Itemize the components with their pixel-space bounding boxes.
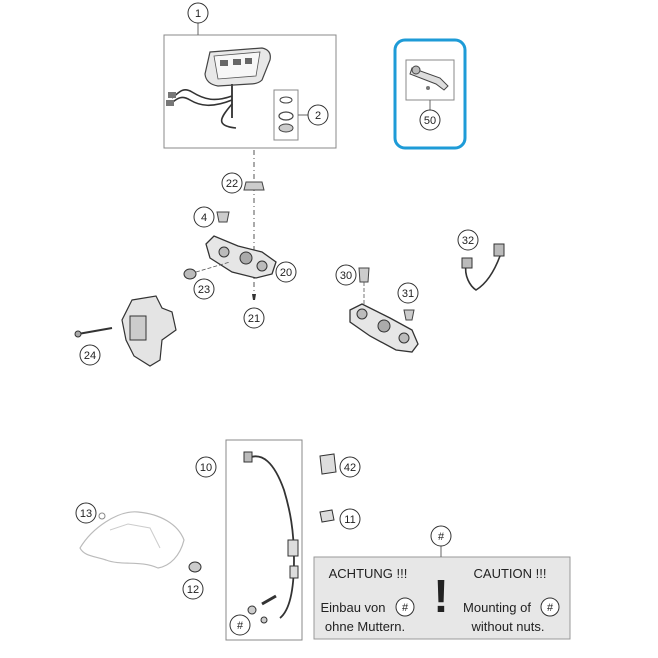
callout-11-label: 11 xyxy=(344,514,355,526)
caution-line2-de: ohne Muttern. xyxy=(325,619,405,634)
frame-bracket-illustration xyxy=(79,511,185,569)
dashboard-assembly xyxy=(163,23,337,149)
callout-32[interactable]: 32 xyxy=(457,229,479,251)
part-50-group xyxy=(393,38,467,150)
callout-hash-kit-label: # xyxy=(237,620,244,632)
callout-4-label: 4 xyxy=(201,212,207,224)
callout-22-label: 22 xyxy=(226,178,238,190)
highlight-frame xyxy=(393,38,467,150)
caution-line1-de: Einbau von xyxy=(320,600,385,615)
speedometer-illustration xyxy=(166,47,271,129)
right-bracket-assembly xyxy=(349,243,505,353)
callout-42-label: 42 xyxy=(344,462,356,474)
headlight-bracket-assembly xyxy=(74,181,277,367)
caution-line1-en: Mounting of xyxy=(463,600,531,615)
callout-hash-top-label: # xyxy=(438,531,445,543)
callout-21-label: 21 xyxy=(248,313,260,325)
caution-hash-en: # xyxy=(547,602,554,614)
wiring-harness-assembly xyxy=(188,439,337,641)
callout-12-label: 12 xyxy=(187,584,199,596)
part-callouts: 1 2 50 22 4 32 20 30 23 31 21 24 10 42 1… xyxy=(75,2,479,636)
caution-title-de: ACHTUNG !!! xyxy=(329,566,408,581)
callout-13-label: 13 xyxy=(80,508,92,520)
callout-42[interactable]: 42 xyxy=(339,456,361,478)
caution-panel: ACHTUNG !!! CAUTION !!! ! Einbau von ohn… xyxy=(313,546,571,640)
callout-13[interactable]: 13 xyxy=(75,502,97,524)
caution-hash-de: # xyxy=(402,602,409,614)
caution-line2-en: without nuts. xyxy=(471,619,545,634)
callout-31-label: 31 xyxy=(402,288,414,300)
caution-title-en: CAUTION !!! xyxy=(474,566,547,581)
callout-10[interactable]: 10 xyxy=(195,456,217,478)
callout-30-label: 30 xyxy=(340,270,352,282)
dashboard-frame xyxy=(163,34,337,149)
callout-22[interactable]: 22 xyxy=(221,172,243,194)
callout-11[interactable]: 11 xyxy=(339,508,361,530)
callout-2-label: 2 xyxy=(315,110,321,122)
callout-21[interactable]: 21 xyxy=(243,307,265,329)
callout-2[interactable]: 2 xyxy=(307,104,329,126)
callout-23[interactable]: 23 xyxy=(193,278,215,300)
caution-exclamation: ! xyxy=(433,570,448,622)
callout-10-label: 10 xyxy=(200,462,212,474)
callout-23-label: 23 xyxy=(198,284,210,296)
callout-20[interactable]: 20 xyxy=(275,261,297,283)
callout-50-label: 50 xyxy=(424,115,436,127)
callout-1[interactable]: 1 xyxy=(187,2,209,24)
callout-31[interactable]: 31 xyxy=(397,282,419,304)
callout-hash-top[interactable]: # xyxy=(430,525,452,547)
callout-20-label: 20 xyxy=(280,267,292,279)
callout-12[interactable]: 12 xyxy=(182,578,204,600)
callout-hash-kit[interactable]: # xyxy=(229,614,251,636)
callout-30[interactable]: 30 xyxy=(335,264,357,286)
callout-50[interactable]: 50 xyxy=(419,109,441,131)
callout-32-label: 32 xyxy=(462,235,474,247)
callout-24[interactable]: 24 xyxy=(79,344,101,366)
harness-frame xyxy=(225,439,303,641)
caution-box xyxy=(313,556,571,640)
callout-1-label: 1 xyxy=(195,8,201,20)
callout-24-label: 24 xyxy=(84,350,96,362)
callout-4[interactable]: 4 xyxy=(193,206,215,228)
